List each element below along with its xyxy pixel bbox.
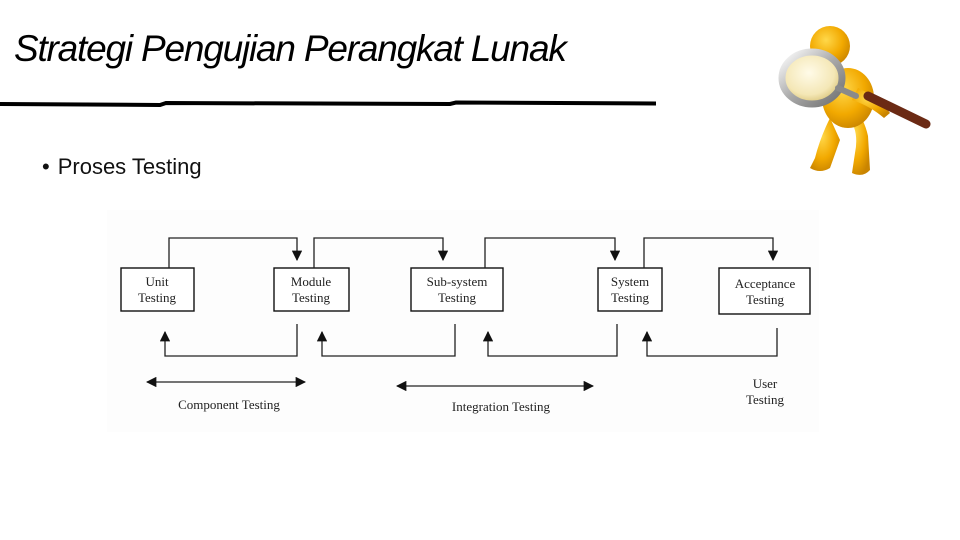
acceptance-label-line1: Acceptance [735,276,796,291]
subsystem-label-line1: Sub-system [427,274,488,289]
feedback-arrow-system-subsystem [482,324,618,357]
feedback-arrow-module-unit [159,324,298,357]
user-testing-label-line1: User [753,376,778,391]
forward-arrow-unit-module [168,237,303,268]
module-label-line2: Testing [292,290,331,305]
box-unit-testing [120,267,195,312]
bullet-item: • Proses Testing [42,154,202,180]
box-system-testing [597,267,663,312]
feedback-arrow-acceptance-system [641,328,778,357]
forward-arrow-subsystem-system [484,237,621,268]
unit-label-line2: Testing [138,290,177,305]
title-underline [0,100,656,108]
bullet-symbol: • [42,154,50,179]
user-testing-label-line2: Testing [746,392,785,407]
testing-process-svg: Unit Testing Module Testing Sub-system T… [120,237,811,414]
integration-testing-label: Integration Testing [452,399,551,414]
forward-arrow-system-acceptance [643,237,779,268]
slide-title: Strategi Pengujian Perangkat Lunak [14,28,567,69]
acceptance-label-line2: Testing [746,292,785,307]
forward-arrow-module-subsystem [313,237,449,268]
feedback-arrow-subsystem-module [316,324,456,357]
box-acceptance-testing [718,267,811,315]
component-testing-label: Component Testing [178,397,280,412]
bullet-text: Proses Testing [57,154,202,179]
subsystem-label-line2: Testing [438,290,477,305]
magnifier-figure-icon [778,26,931,175]
box-subsystem-testing [410,267,504,312]
unit-label-line1: Unit [145,274,169,289]
system-label-line2: Testing [611,290,650,305]
system-label-line1: System [611,274,649,289]
box-module-testing [273,267,350,312]
module-label-line1: Module [291,274,332,289]
testing-process-diagram: Unit Testing Module Testing Sub-system T… [107,210,819,432]
